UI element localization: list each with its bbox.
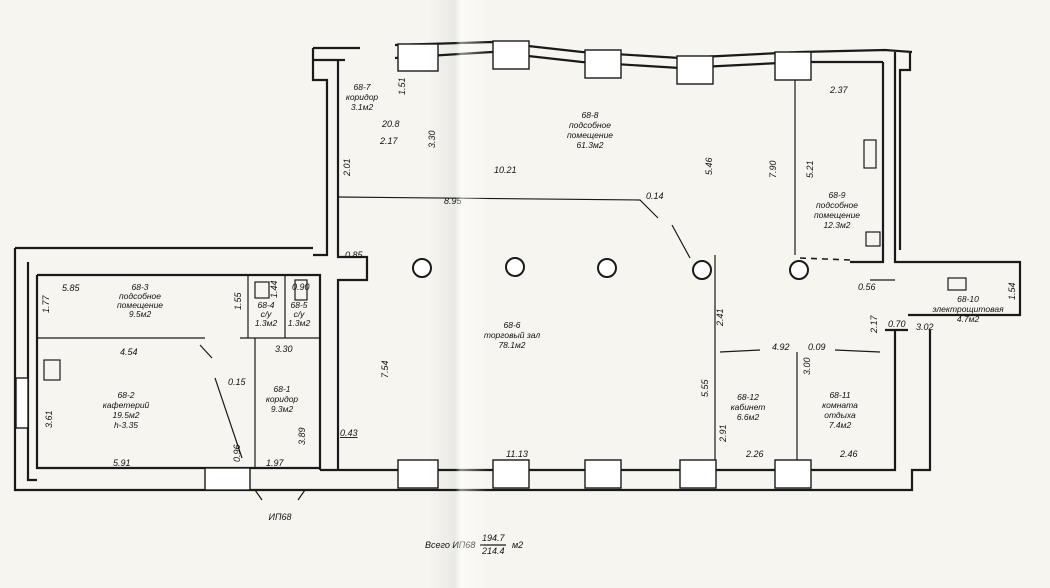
dimension-label: 2.26 xyxy=(745,449,764,459)
dimension-label: 0.15 xyxy=(228,377,247,387)
dimension-label: 2.17 xyxy=(379,136,399,146)
total-unit: м2 xyxy=(512,540,523,550)
dimension-label: 0.14 xyxy=(646,191,664,201)
dimension-label: 2.46 xyxy=(839,449,858,459)
total-label: Всего ИП68 xyxy=(425,540,475,550)
columns xyxy=(412,257,809,280)
dimension-label: 8.95 xyxy=(444,196,463,206)
total-value-top: 194.7 xyxy=(482,533,506,543)
dimension-label: 3.89 xyxy=(297,427,307,445)
dimension-label: 1.55 xyxy=(233,291,243,310)
dimension-label: 5.46 xyxy=(704,157,714,175)
dimension-label: 1.51 xyxy=(397,77,407,95)
dimension-label: 2.17 xyxy=(869,314,879,334)
dimension-label: 10.21 xyxy=(494,165,517,175)
dimension-label: 0.09 xyxy=(808,342,826,352)
dimension-label: 1.44 xyxy=(269,280,279,298)
dimension-label: 7.90 xyxy=(768,160,778,178)
dimension-label: 7.54 xyxy=(380,360,390,378)
dimension-label: 5.21 xyxy=(805,160,815,178)
dimension-label: 3.30 xyxy=(275,344,293,354)
dimension-label: 0.56 xyxy=(858,282,876,292)
dimension-label: 0.90 xyxy=(292,282,310,292)
entrance-marker xyxy=(254,489,306,501)
dimension-label: 0.70 xyxy=(888,319,906,329)
entrance-label: ИП68 xyxy=(269,512,292,522)
dimension-label: 3.00 xyxy=(802,357,812,375)
dimension-label: 2.41 xyxy=(715,308,725,327)
dimension-label: 5.85 xyxy=(62,283,81,293)
fixtures xyxy=(43,139,967,381)
total-value-bottom: 214.4 xyxy=(481,546,505,556)
dimension-label: 2.01 xyxy=(342,158,352,177)
dimension-label: 0.96 xyxy=(232,444,242,462)
dimension-label: 3.61 xyxy=(44,410,54,428)
dimension-label: 20.8 xyxy=(381,119,400,129)
dimension-label: 5.91 xyxy=(113,458,131,468)
dimension-label: 11.13 xyxy=(506,449,528,459)
dimension-label: 0.85 xyxy=(345,250,364,260)
dimension-label: 5.55 xyxy=(700,378,710,397)
dimension-label: 1.54 xyxy=(1007,282,1017,300)
dimension-label: 2.91 xyxy=(718,424,728,443)
dimension-label: 1.97 xyxy=(266,458,285,468)
dimension-label: 3.02 xyxy=(916,322,934,332)
dimension-label: 0.43 xyxy=(340,428,358,438)
dimension-label: 4.54 xyxy=(120,347,138,357)
dimension-label: 2.37 xyxy=(829,85,849,95)
dimension-label: 3.30 xyxy=(427,130,437,148)
dimension-label: 4.92 xyxy=(772,342,790,352)
dimension-label: 1.77 xyxy=(41,294,51,313)
